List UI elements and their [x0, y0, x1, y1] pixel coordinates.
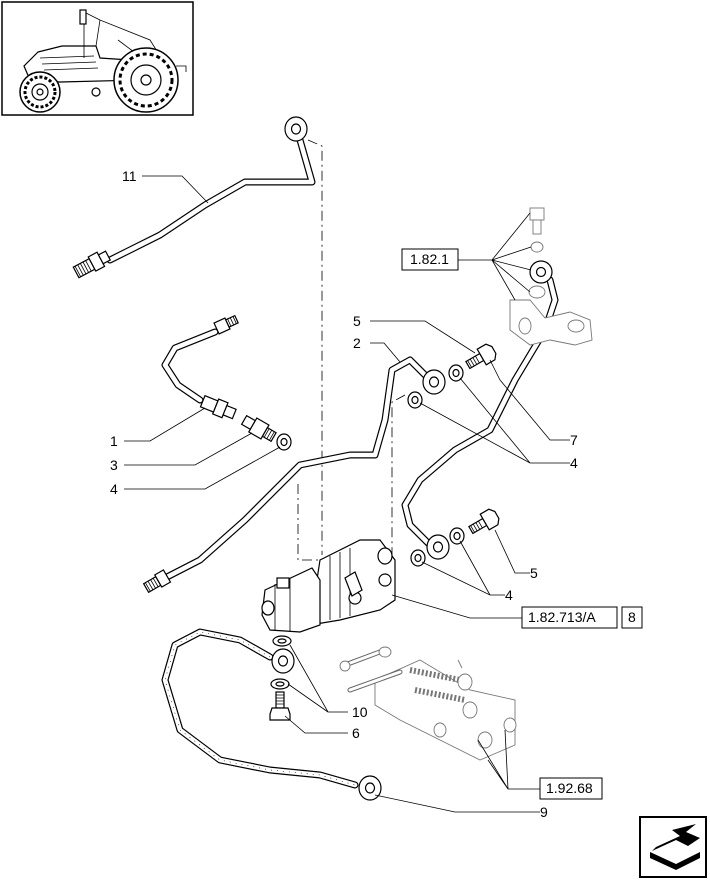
callout-10: 10: [352, 704, 368, 720]
pump-assembly-8: [261, 539, 396, 633]
callout-5-lower: 5: [530, 565, 538, 581]
pipe-7: [401, 260, 559, 560]
pipe-11: [72, 116, 316, 279]
leader-lines: [124, 175, 570, 813]
reference-label-1-92-68: 1.92.68: [546, 780, 593, 796]
callout-7: 7: [570, 432, 578, 448]
callout-9: 9: [540, 804, 548, 820]
reference-box-1-82-1[interactable]: 1.82.1: [401, 248, 459, 271]
callout-5-upper: 5: [353, 313, 361, 329]
reference-box-1-92-68[interactable]: 1.92.68: [539, 777, 603, 800]
callout-4-right: 4: [570, 455, 578, 471]
reference-label-1-82-713-a: 1.82.713/A: [528, 609, 596, 625]
next-page-arrow-icon[interactable]: [639, 816, 707, 878]
callout-3: 3: [110, 457, 118, 473]
washer-4-mid: [407, 364, 464, 409]
callout-6: 6: [352, 725, 360, 741]
reference-box-8[interactable]: 8: [621, 606, 643, 629]
callout-2: 2: [353, 335, 361, 351]
bolt-5-upper: [465, 343, 497, 370]
bolt-5-lower: [468, 508, 500, 535]
adapter-3: [240, 414, 277, 443]
bolt-6: [269, 691, 291, 721]
callout-11: 11: [122, 168, 137, 184]
ghost-assembly-1-82-1: [509, 207, 593, 346]
reference-box-1-82-713-a[interactable]: 1.82.713/A: [521, 606, 618, 629]
callout-4-left: 4: [110, 481, 118, 497]
hose-9: [161, 628, 382, 801]
washer-4-left: [276, 433, 292, 451]
ghost-control-valve: [339, 646, 517, 761]
reference-label-1-82-1: 1.82.1: [410, 251, 449, 267]
reference-label-8: 8: [628, 609, 636, 625]
washer-4-lower: [410, 527, 465, 567]
washer-10: [270, 635, 292, 690]
callouts: 11 1 3 4 5 2 7 4 5 4 10 6 9: [110, 168, 578, 820]
pipe-1: [161, 314, 239, 420]
tractor-thumbnail: [1, 1, 194, 116]
alignment-lines: [297, 139, 406, 561]
callout-4-lower: 4: [505, 587, 513, 603]
callout-1: 1: [110, 433, 118, 449]
pipe-2: [142, 356, 446, 594]
